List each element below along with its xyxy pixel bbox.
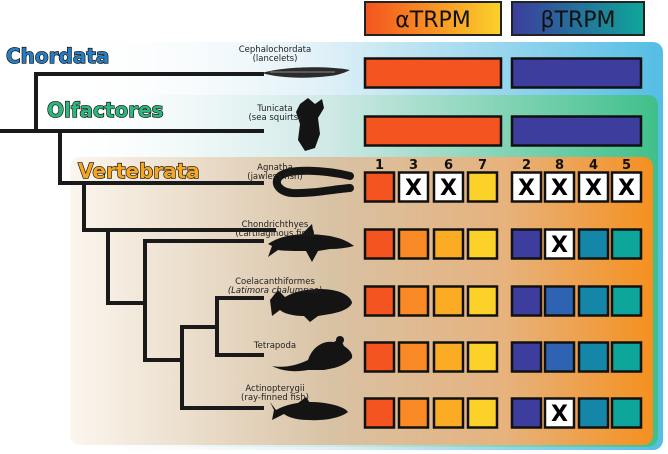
coelacanth-silhouette-icon: [270, 289, 352, 322]
alpha-gene-cell: [432, 341, 465, 373]
beta-gene-cell: [610, 397, 643, 429]
alpha-trpm-header-label: αTRPM: [395, 8, 470, 33]
gene-absent-mark: X: [551, 176, 568, 201]
alpha-gene-cell: [466, 228, 499, 260]
beta-gene-cell: [510, 171, 543, 203]
sea-squirt-silhouette-icon: [296, 98, 324, 151]
taxon-name: Agnatha: [257, 163, 293, 173]
beta-trpm-header: [511, 1, 645, 36]
taxon-common-name: (Latimora chalumnae): [228, 286, 322, 296]
gene-absent-mark: X: [518, 176, 535, 201]
taxon-common-name: (lancelets): [253, 54, 298, 64]
beta-gene-cell: [610, 285, 643, 317]
beta-gene-cell: [610, 171, 643, 203]
gene-absent-mark: X: [405, 176, 422, 201]
taxon-name: Actinopterygii: [245, 384, 304, 394]
taxon-common-name: (jawless fish): [247, 172, 302, 182]
alpha-gene-cell: [397, 341, 430, 373]
beta-gene-cell: [577, 341, 610, 373]
beta-gene-cell: [543, 285, 576, 317]
beta-trpm-header-label: βTRPM: [540, 8, 615, 33]
alpha-gene-cell: [363, 285, 396, 317]
beta-trpm-merged-cell: [510, 57, 643, 89]
alpha-gene-cell: [466, 341, 499, 373]
alpha-column-number: 1: [375, 158, 384, 173]
lamprey-silhouette-icon: [272, 166, 354, 198]
beta-column-number: 4: [589, 158, 598, 173]
beta-gene-cell: [510, 228, 543, 260]
clade-label-chordata: Chordata: [6, 44, 109, 68]
beta-gene-cell: [510, 285, 543, 317]
taxon-name: Chondrichthyes: [242, 220, 309, 230]
alpha-gene-cell: [466, 285, 499, 317]
beta-gene-cell: [577, 285, 610, 317]
beta-gene-cell: [543, 397, 576, 429]
taxon-common-name: (ray-finned fish): [241, 393, 309, 403]
clade-label-olfactores: Olfactores: [47, 98, 164, 122]
clade-label-vertebrata: Vertebrata: [78, 159, 200, 183]
alpha-gene-cell: [466, 171, 499, 203]
beta-gene-cell: [510, 341, 543, 373]
taxon-name: Coelacanthiformes: [235, 277, 315, 287]
alpha-trpm-header: [364, 1, 502, 36]
shark-silhouette-icon: [268, 224, 354, 262]
beta-gene-cell: [543, 341, 576, 373]
beta-gene-cell: [577, 228, 610, 260]
alpha-gene-cell: [432, 171, 465, 203]
alpha-gene-cell: [397, 285, 430, 317]
alpha-gene-cell: [432, 285, 465, 317]
beta-gene-cell: [543, 171, 576, 203]
alpha-gene-cell: [397, 171, 430, 203]
taxon-common-name: (cartilaginous fish): [235, 229, 314, 239]
lancelet-silhouette-icon: [262, 67, 350, 78]
gene-absent-mark: X: [440, 176, 457, 201]
alpha-column-number: 7: [478, 158, 487, 173]
beta-column-number: 2: [522, 158, 531, 173]
alpha-trpm-merged-cell: [363, 115, 503, 147]
beta-trpm-merged-cell: [510, 115, 643, 147]
alpha-gene-cell: [432, 228, 465, 260]
beta-gene-cell: [610, 228, 643, 260]
beta-gene-cell: [577, 397, 610, 429]
alpha-gene-cell: [363, 341, 396, 373]
alpha-gene-cell: [466, 397, 499, 429]
alpha-gene-cell: [363, 171, 396, 203]
gene-absent-mark: X: [551, 233, 568, 258]
beta-gene-cell: [610, 341, 643, 373]
alpha-gene-cell: [397, 397, 430, 429]
alpha-gene-cell: [363, 397, 396, 429]
alpha-gene-cell: [397, 228, 430, 260]
beta-gene-cell: [543, 228, 576, 260]
trout-silhouette-icon: [270, 397, 348, 421]
alpha-column-number: 3: [409, 158, 418, 173]
beta-gene-cell: [577, 171, 610, 203]
alpha-gene-cell: [432, 397, 465, 429]
gene-absent-mark: X: [551, 402, 568, 427]
mouse-silhouette-icon: [272, 336, 353, 372]
taxon-name: Tunicata: [256, 104, 292, 114]
gene-absent-mark: X: [585, 176, 602, 201]
beta-column-number: 8: [555, 158, 564, 173]
alpha-column-number: 6: [444, 158, 453, 173]
gene-absent-mark: X: [618, 176, 635, 201]
alpha-trpm-merged-cell: [363, 57, 503, 89]
taxon-common-name: (sea squirts): [248, 113, 301, 123]
beta-gene-cell: [510, 397, 543, 429]
phylogenetic-tree: [0, 72, 276, 410]
taxon-name: Cephalochordata: [239, 45, 311, 55]
taxon-name: Tetrapoda: [253, 341, 296, 351]
alpha-gene-cell: [363, 228, 396, 260]
beta-column-number: 5: [622, 158, 631, 173]
